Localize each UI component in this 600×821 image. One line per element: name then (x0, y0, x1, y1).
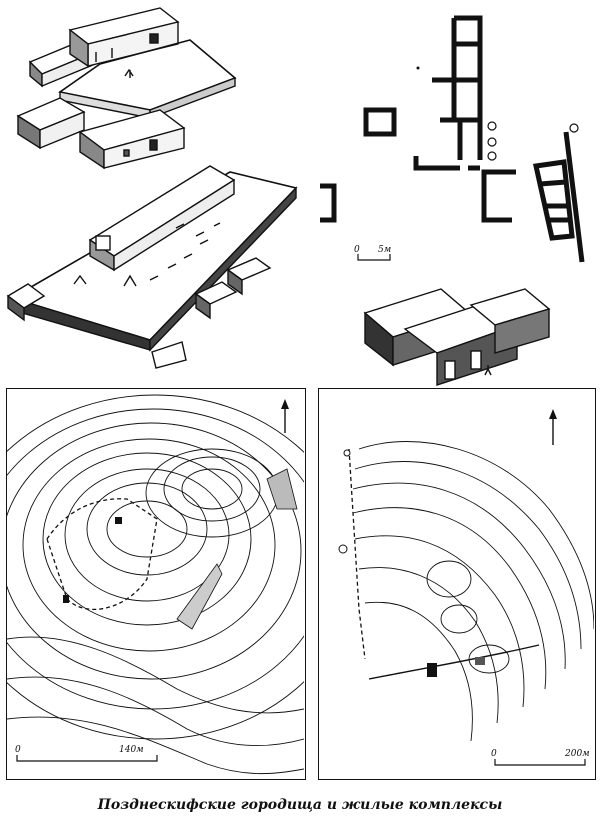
map-right-scale-bar: 0 200м (491, 749, 590, 766)
map-left-scale-bar: 0 140м (15, 745, 158, 762)
dwelling-reconstruction-drawing (345, 275, 600, 390)
map-left-scale-label: 140м (119, 745, 144, 755)
large-fortified-enclosure (6, 165, 298, 369)
topographic-map-left: 0 140м (6, 388, 306, 780)
plan-scale-label: 5м (378, 245, 391, 255)
figure-caption: Позднескифские городища и жилые комплекс… (97, 797, 503, 813)
topographic-map-right: 0 200м (318, 388, 596, 780)
middle-houses (16, 97, 186, 170)
plan-scale-zero: 0 (354, 245, 360, 255)
upper-houses (28, 7, 180, 88)
plan-scale-bar: 0 5м (354, 245, 391, 261)
north-arrow-icon (281, 399, 289, 433)
map-right-scale-zero: 0 (491, 749, 497, 759)
map-left-scale-zero: 0 (15, 745, 21, 755)
map-right-scale-label: 200м (564, 749, 590, 759)
floor-plan-drawing: 0 5м (320, 0, 600, 280)
north-arrow-icon (549, 409, 557, 445)
fortress-reconstruction-drawing (0, 0, 340, 380)
